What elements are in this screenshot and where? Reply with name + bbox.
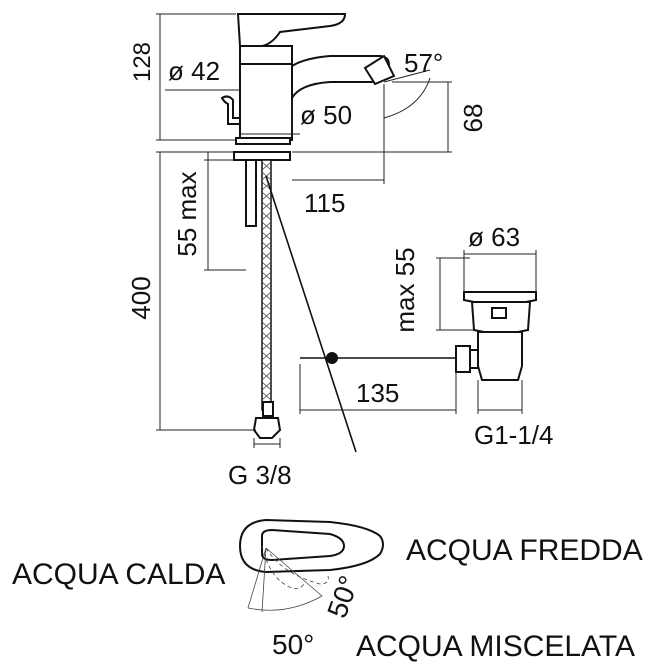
angle-line-right [265,547,323,597]
hose-fitting [262,401,274,417]
handle-top-view [238,518,384,613]
waste-lower [477,331,523,381]
pull-rod [265,175,357,453]
angle-arc [247,595,323,611]
popup-knob [220,95,241,125]
label-cold-water: ACQUA FREDDA [406,534,643,567]
label-mixed-water: ACQUA MISCELATA [356,630,635,663]
dim-base-diameter: ø 50 [300,100,352,130]
angle-line-center [261,547,267,613]
hose-nut [252,417,282,439]
dim-spout-reach: 115 [304,188,345,218]
base-plate [235,137,291,145]
body-column [239,45,293,65]
label-hot-water: ACQUA CALDA [12,558,225,591]
handle-rotated-right [265,547,329,585]
waste-connector [469,349,479,369]
dim-rod-length: 135 [356,378,399,408]
angle-left-label: 50° [272,629,314,660]
waste-assembly [300,291,537,381]
dim-waste-thread: G1-1/4 [474,420,554,450]
threaded-rod [245,159,257,227]
waste-nut [455,345,471,373]
waste-window [491,307,507,319]
faucet-body [220,13,396,453]
dim-hose-connection: G 3/8 [228,460,292,490]
dim-body-diameter: ø 42 [168,56,220,86]
aerator-tip [363,54,396,86]
worktop-washer [233,151,291,161]
dim-spout-height: 68 [458,104,488,133]
dim-height-total: 128 [129,42,156,82]
handle-lever [261,528,346,562]
rod-clip [326,352,338,364]
waste-flange [463,291,537,303]
dim-hose-length: 400 [126,276,156,319]
handle-rotated-left [261,545,305,589]
dimension-lines [156,13,537,448]
lever-handle [236,13,347,47]
dim-waste-diameter: ø 63 [468,222,520,252]
body-lower [239,63,293,141]
hose-braid [261,161,272,401]
flex-hose [261,159,272,411]
dim-angle-spout: 57° [404,48,443,78]
dim-worktop-max: 55 max [172,171,202,256]
angle-line-left [247,547,267,609]
angle-right-label: 50° [321,572,365,622]
dim-waste-max: max 55 [390,247,420,332]
